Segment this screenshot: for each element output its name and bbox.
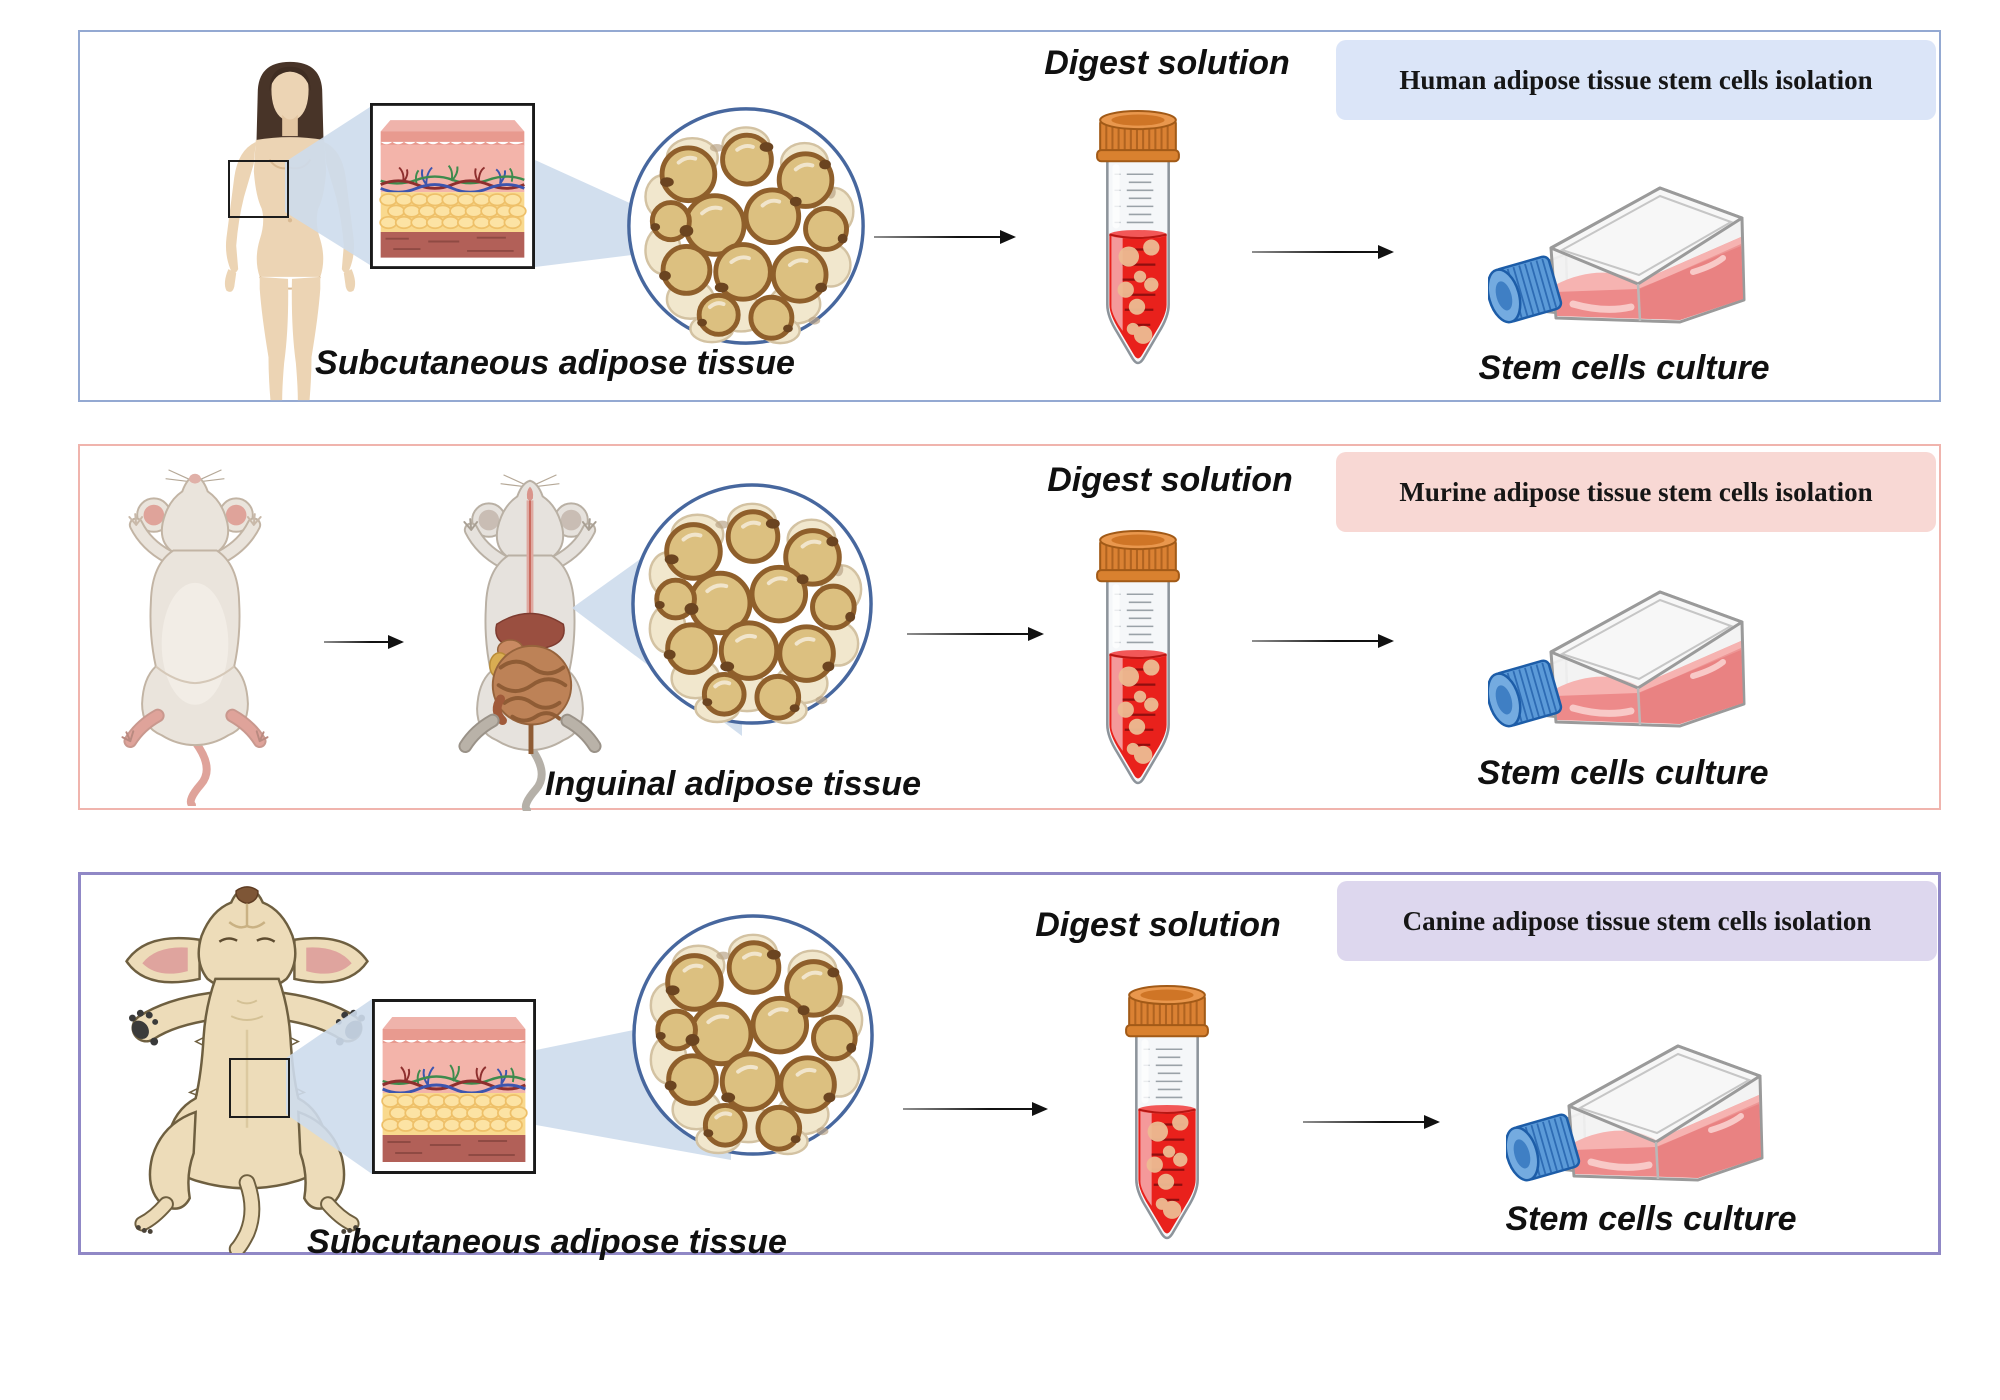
panel-title: Canine adipose tissue stem cells isolati…: [1402, 905, 1872, 936]
arrow-icon: [1303, 1121, 1438, 1124]
panel-title: Human adipose tissue stem cells isolatio…: [1399, 64, 1873, 95]
tissue-label: Subcutaneous adipose tissue: [307, 1223, 787, 1261]
dissected-mouse-figure: [432, 467, 628, 811]
digest-tube-icon: [1092, 526, 1184, 792]
arrow-icon: [907, 633, 1042, 636]
adipose-cells-icon: [629, 911, 877, 1159]
panel-canine: Subcutaneous adipose tissue Digest solut…: [78, 872, 1941, 1261]
panel-title: Murine adipose tissue stem cells isolati…: [1399, 476, 1873, 507]
arrow-icon: [874, 236, 1014, 239]
adipose-cells-icon: [624, 104, 868, 348]
biopsy-site-outline: [229, 1058, 290, 1118]
arrow-icon: [903, 1108, 1046, 1111]
panel-title-badge: Human adipose tissue stem cells isolatio…: [1336, 40, 1936, 120]
tissue-label: Inguinal adipose tissue: [545, 765, 921, 803]
adipose-cells-icon: [628, 480, 876, 728]
culture-label: Stem cells culture: [1478, 349, 1770, 387]
culture-flask-icon: [1506, 1040, 1776, 1195]
skin-histology-icon: [370, 103, 535, 269]
panel-human: Subcutaneous adipose tissue Digest solut…: [78, 30, 1941, 402]
digest-label: Digest solution: [1044, 44, 1290, 82]
digest-label: Digest solution: [1047, 461, 1293, 499]
digest-tube-icon: [1092, 106, 1184, 372]
digest-tube-icon: [1121, 981, 1213, 1247]
culture-label: Stem cells culture: [1477, 754, 1769, 792]
skin-histology-icon: [372, 999, 536, 1174]
culture-flask-icon: [1488, 182, 1758, 337]
panel-murine: Inguinal adipose tissue Digest solution …: [78, 444, 1941, 810]
panel-title-badge: Murine adipose tissue stem cells isolati…: [1336, 452, 1936, 532]
culture-flask-icon: [1488, 586, 1758, 741]
tissue-label: Subcutaneous adipose tissue: [315, 344, 795, 382]
digest-label: Digest solution: [1035, 906, 1281, 944]
culture-label: Stem cells culture: [1505, 1200, 1797, 1238]
panel-title-badge: Canine adipose tissue stem cells isolati…: [1337, 881, 1937, 961]
arrow-icon: [1252, 251, 1392, 254]
arrow-icon: [324, 641, 402, 644]
arrow-icon: [1252, 640, 1392, 643]
mouse-figure: [97, 462, 293, 806]
biopsy-site-outline: [228, 160, 289, 218]
